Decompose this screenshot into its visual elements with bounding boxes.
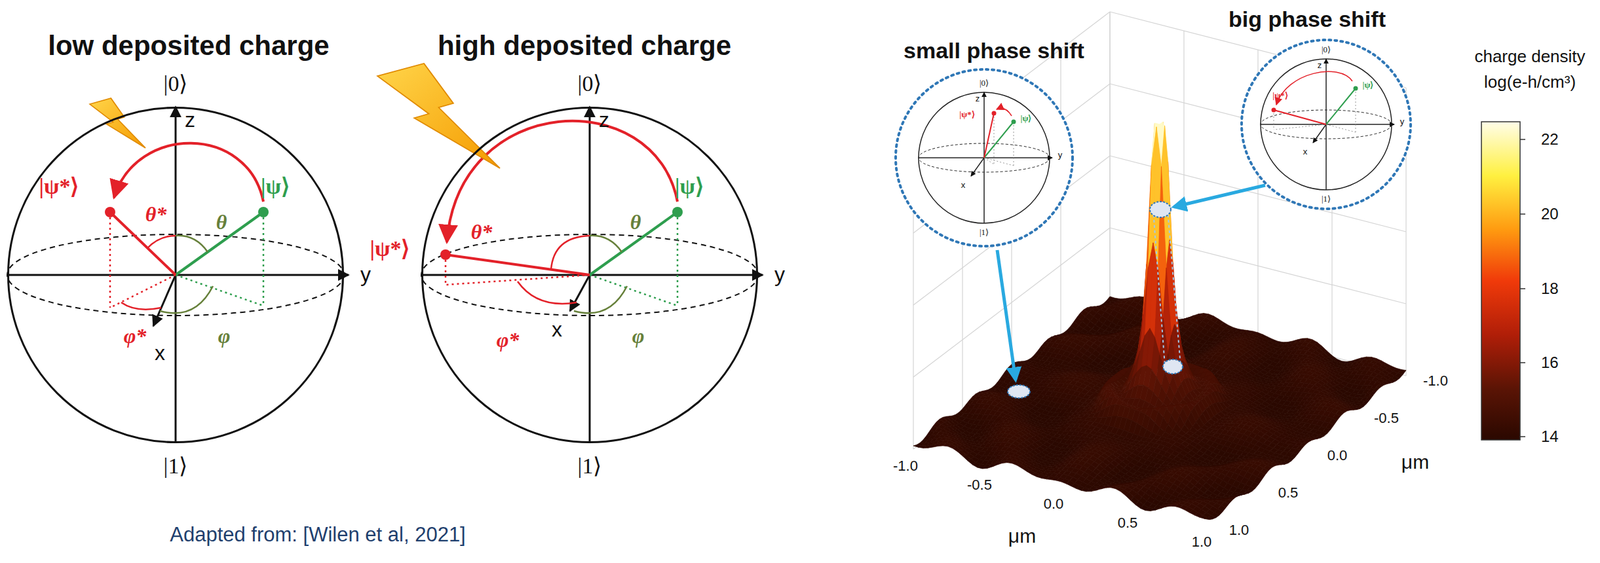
theta-arc — [551, 235, 590, 270]
theta-arc — [175, 235, 208, 253]
grid-line — [913, 300, 1110, 450]
phi-arc — [121, 302, 162, 310]
phi-arc — [159, 286, 213, 314]
state-point — [672, 207, 683, 218]
projection — [110, 212, 176, 308]
theta-arc — [147, 235, 176, 249]
state-vector — [445, 254, 590, 276]
x-axis — [153, 275, 176, 327]
phi-arc — [517, 281, 577, 305]
state-point — [104, 207, 116, 218]
bloch-sphere-high — [421, 106, 763, 444]
lightning-bolt — [89, 98, 146, 149]
rotation-arrow — [114, 143, 264, 202]
surface-cell — [1361, 399, 1371, 405]
bloch-sphere-low — [7, 106, 349, 444]
projection — [445, 254, 590, 286]
state-point — [440, 249, 451, 261]
lightning-bolt — [377, 63, 500, 169]
theta-arc — [589, 235, 622, 253]
state-point — [258, 207, 269, 218]
phi-arc — [573, 286, 628, 314]
x-axis — [570, 275, 590, 312]
